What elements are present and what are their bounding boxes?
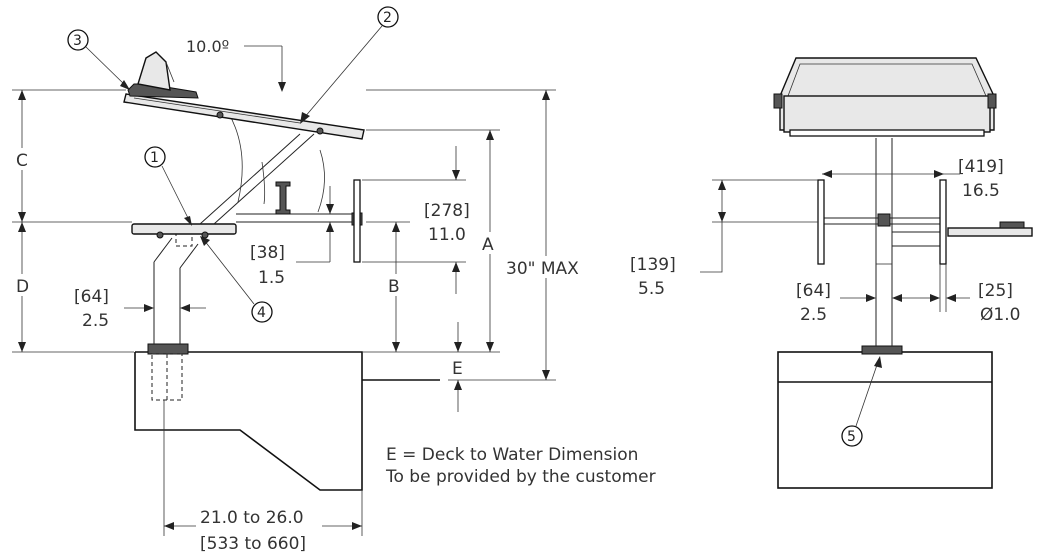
dim-38-mm: [38] bbox=[250, 243, 285, 263]
front-dim-64-in: 2.5 bbox=[800, 305, 827, 325]
support-strut bbox=[199, 133, 315, 225]
dim-419-mm: [419] bbox=[958, 157, 1004, 177]
callout-4: 4 bbox=[200, 236, 273, 323]
display-tray bbox=[123, 93, 365, 140]
dim-c-label: C bbox=[16, 151, 28, 171]
dim-25-in: Ø1.0 bbox=[980, 305, 1020, 325]
deck-block bbox=[134, 351, 440, 491]
dim-64-mm: [64] bbox=[74, 287, 109, 307]
front-display-unit bbox=[773, 57, 997, 137]
dim-64-in: 2.5 bbox=[82, 311, 109, 331]
front-deck-block bbox=[777, 351, 993, 489]
display-unit bbox=[127, 51, 199, 99]
dim-d-label: D bbox=[16, 277, 29, 297]
dim-139-in: 5.5 bbox=[638, 279, 665, 299]
side-view: 10.0º C D [64] 2.5 [38] 1.5 bbox=[12, 6, 656, 554]
dim-139-mm: [139] bbox=[630, 255, 676, 275]
dim-b-label: B bbox=[388, 277, 400, 297]
note-line-2: To be provided by the customer bbox=[385, 467, 656, 487]
callout-2: 2 bbox=[300, 6, 399, 124]
dim-278-in: 11.0 bbox=[428, 225, 466, 245]
base-socket bbox=[147, 343, 189, 401]
note-line-1: E = Deck to Water Dimension bbox=[386, 445, 638, 465]
dim-419-in: 16.5 bbox=[962, 181, 1000, 201]
svg-text:5: 5 bbox=[847, 429, 856, 445]
mounting-plate bbox=[131, 223, 237, 239]
dim-a-label: A bbox=[482, 235, 494, 255]
svg-text:4: 4 bbox=[257, 305, 266, 321]
dim-e-label: E bbox=[452, 359, 463, 379]
range-in-label: 21.0 to 26.0 bbox=[200, 508, 304, 528]
front-dim-64-mm: [64] bbox=[796, 281, 831, 301]
svg-text:1: 1 bbox=[150, 150, 159, 166]
callout-5: 5 bbox=[841, 356, 882, 447]
callout-1: 1 bbox=[144, 146, 192, 226]
horizontal-arm bbox=[236, 179, 363, 263]
svg-text:3: 3 bbox=[73, 33, 82, 49]
callout-3: 3 bbox=[67, 29, 130, 90]
pedestal-post bbox=[153, 231, 199, 344]
front-view: [419] 16.5 [139] 5.5 [64] 2.5 [25] Ø1.0 … bbox=[630, 57, 1033, 489]
range-mm-label: [533 to 660] bbox=[200, 534, 306, 554]
dim-25-mm: [25] bbox=[978, 281, 1013, 301]
svg-text:2: 2 bbox=[383, 10, 392, 26]
dim-30-max-label: 30" MAX bbox=[506, 259, 579, 279]
dim-38-in: 1.5 bbox=[258, 268, 285, 288]
angle-label: 10.0º bbox=[186, 37, 229, 56]
dim-278-mm: [278] bbox=[424, 201, 470, 221]
